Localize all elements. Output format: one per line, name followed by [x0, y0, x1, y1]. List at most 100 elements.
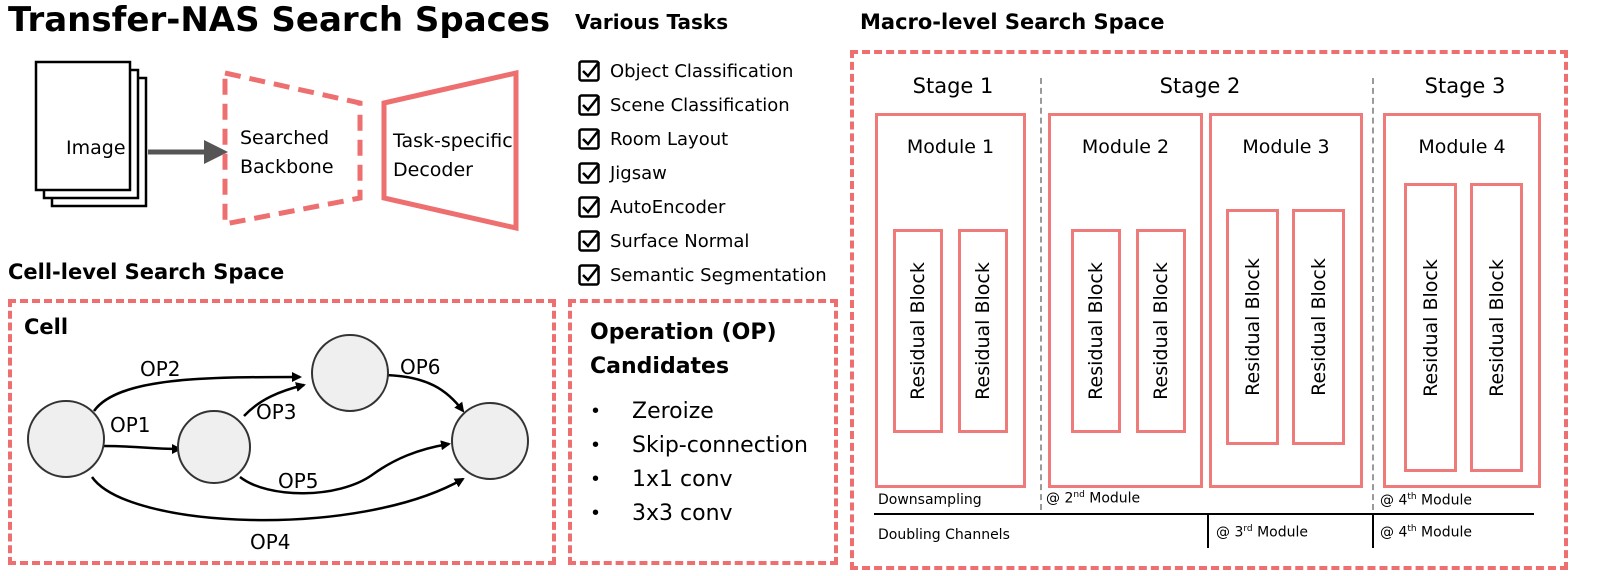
checkbox-checked-icon [578, 60, 600, 82]
task-item: Object Classification [578, 56, 793, 86]
module-1-label: Module 1 [906, 136, 995, 158]
module-1-box: Module 1 Residual Block Residual Block [875, 113, 1026, 488]
table-divider-v2 [1372, 514, 1374, 548]
decoder-label-line2: Decoder [393, 159, 473, 181]
decoder-label-line1: Task-specific [393, 130, 513, 152]
checkbox-checked-icon [578, 230, 600, 252]
bullet-icon: • [592, 399, 600, 422]
task-item: AutoEncoder [578, 192, 725, 222]
residual-block: Residual Block [1292, 209, 1345, 445]
backbone-label-line2: Backbone [240, 156, 334, 178]
op5-label: OP5 [278, 469, 319, 493]
residual-block-label: Residual Block [972, 262, 994, 400]
backbone-label-line1: Searched [240, 127, 330, 149]
bullet-icon: • [592, 467, 600, 490]
module-2-label: Module 2 [1081, 136, 1170, 158]
edge-op1 [103, 443, 182, 454]
image-frame-front [34, 60, 132, 192]
cell-space-box [8, 299, 556, 565]
residual-block: Residual Block [1136, 229, 1186, 433]
residual-block-label: Residual Block [1241, 258, 1264, 396]
bullet-icon: • [592, 433, 600, 456]
decoder-shape [381, 69, 519, 232]
op4-label: OP4 [250, 530, 291, 554]
table-divider-v1 [1207, 514, 1209, 548]
op-candidate-item: • Skip-connection [592, 428, 808, 462]
checkbox-checked-icon [578, 94, 600, 116]
cell-node-3 [451, 402, 529, 480]
task-label: AutoEncoder [610, 196, 726, 218]
figure-title: Transfer-NAS Search Spaces [8, 0, 551, 40]
residual-block: Residual Block [958, 229, 1008, 433]
task-item: Surface Normal [578, 226, 749, 256]
module-3-label: Module 3 [1242, 136, 1330, 158]
backbone-shape [222, 69, 363, 228]
task-label: Semantic Segmentation [610, 264, 827, 286]
op-candidate-label: Zeroize [632, 398, 714, 424]
stage-1-label: Stage 1 [912, 74, 994, 98]
cell-node-1 [177, 410, 251, 484]
op-candidate-item: • 1x1 conv [592, 462, 733, 496]
op-candidate-label: 1x1 conv [632, 466, 733, 492]
residual-block: Residual Block [1226, 209, 1279, 445]
residual-block-label: Residual Block [1307, 258, 1330, 396]
module-4-label: Module 4 [1418, 136, 1506, 158]
op-candidate-item: • Zeroize [592, 394, 714, 428]
residual-block-label: Residual Block [907, 262, 929, 400]
task-label: Jigsaw [610, 162, 667, 184]
downsampling-module-2: @ 2nd Module [1046, 490, 1141, 507]
cell-graph [27, 334, 529, 522]
downsampling-label: Downsampling [878, 492, 982, 508]
module-2-box: Module 2 Residual Block Residual Block [1048, 113, 1203, 488]
op-candidates-title-line2: Candidates [590, 354, 730, 379]
checkbox-checked-icon [578, 128, 600, 150]
op2-label: OP2 [140, 357, 181, 381]
task-label: Object Classification [610, 60, 794, 82]
macro-space-box [850, 50, 1568, 570]
op-candidates-title-line1: Operation (OP) [590, 320, 777, 345]
cell-node-0 [27, 400, 105, 478]
residual-block-label: Residual Block [1150, 262, 1172, 400]
cell-label: Cell [24, 315, 69, 339]
residual-block: Residual Block [1470, 183, 1523, 472]
task-label: Surface Normal [610, 230, 750, 252]
checkbox-checked-icon [578, 196, 600, 218]
stage-2-label: Stage 2 [1159, 74, 1241, 98]
op3-label: OP3 [256, 400, 297, 424]
op-candidate-label: Skip-connection [632, 432, 808, 458]
residual-block-label: Residual Block [1485, 258, 1508, 397]
residual-block: Residual Block [1404, 183, 1457, 472]
edge-op3 [243, 382, 306, 417]
pipeline-arrowhead [204, 140, 228, 164]
stage-divider-1 [1040, 78, 1042, 510]
module-4-box: Module 4 Residual Block Residual Block [1383, 113, 1541, 488]
op1-label: OP1 [110, 413, 151, 437]
pipeline-diagram [34, 60, 519, 232]
residual-block: Residual Block [893, 229, 943, 433]
op6-label: OP6 [400, 355, 441, 379]
table-divider [874, 513, 1534, 515]
checkbox-checked-icon [578, 264, 600, 286]
bullet-icon: • [592, 501, 600, 524]
edge-op2 [92, 372, 302, 412]
checkbox-checked-icon [578, 162, 600, 184]
residual-block-label: Residual Block [1419, 258, 1442, 397]
task-item: Room Layout [578, 124, 728, 154]
doubling-channels-label: Doubling Channels [878, 527, 1010, 543]
op-candidate-item: • 3x3 conv [592, 496, 733, 530]
stage-divider-2 [1372, 78, 1374, 510]
macro-space-title: Macro-level Search Space [860, 10, 1165, 34]
task-item: Semantic Segmentation [578, 260, 827, 290]
tasks-title: Various Tasks [575, 10, 729, 34]
residual-block-label: Residual Block [1085, 262, 1107, 400]
downsampling-module-4: @ 4th Module [1380, 492, 1472, 509]
task-item: Scene Classification [578, 90, 790, 120]
cell-node-2 [311, 334, 389, 412]
edge-op5 [239, 440, 451, 495]
task-label: Scene Classification [610, 94, 790, 116]
op-candidate-label: 3x3 conv [632, 500, 733, 526]
image-label: Image [66, 137, 126, 159]
op-candidates-box [568, 299, 838, 565]
cell-space-title: Cell-level Search Space [8, 260, 285, 284]
